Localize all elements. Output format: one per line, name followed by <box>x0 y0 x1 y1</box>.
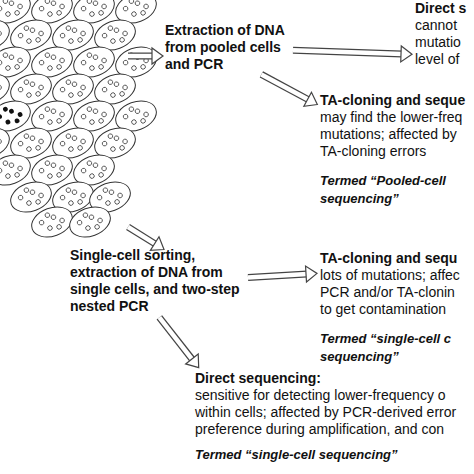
node-heading: Direct s <box>415 0 474 17</box>
arrow-shaft-fill <box>159 317 192 359</box>
node-term: Termed “Pooled-cell sequencing” <box>320 172 468 208</box>
text-node: Extraction of DNA from pooled cells and … <box>165 22 290 73</box>
arrow-shaft-fill <box>248 274 307 277</box>
arrow-shaft-fill <box>261 74 308 99</box>
node-text: Single-cell sorting, extraction of DNA f… <box>70 247 245 315</box>
hollow-arrow <box>261 74 317 106</box>
node-term: Termed “single-cell sequencing” <box>195 446 473 464</box>
text-node: TA-cloning and sequlots of mutations; af… <box>320 250 470 366</box>
text-node: Direct sequencing:sensitive for detectin… <box>195 370 473 464</box>
cell <box>65 202 114 243</box>
node-heading: TA-cloning and seque <box>320 92 472 109</box>
arrow-head <box>152 48 163 64</box>
arrow-head <box>401 46 412 62</box>
arrow-head <box>306 266 317 282</box>
node-text: lots of mutations; affec PCR and/or TA-c… <box>320 267 465 318</box>
node-text: sensitive for detecting lower-frequency … <box>195 387 473 438</box>
arrow-shaft-outline <box>293 50 402 54</box>
source-arrow <box>128 227 164 250</box>
source-arrow <box>128 48 163 64</box>
arrow-shaft-outline <box>159 317 192 359</box>
arrow-shaft-fill <box>128 54 153 59</box>
arrow-shaft-outline <box>261 74 308 99</box>
cell-illustration <box>0 0 161 242</box>
arrow-shaft-fill <box>128 227 156 244</box>
hollow-arrow <box>248 266 317 282</box>
arrow-shaft-outline <box>128 53 152 60</box>
node-heading: Direct sequencing: <box>195 370 473 387</box>
arrow-head <box>186 354 199 368</box>
arrow-head <box>304 92 317 106</box>
arrow-shaft-outline <box>248 274 307 277</box>
cell <box>27 202 76 243</box>
hollow-arrow <box>293 46 412 62</box>
hollow-arrow <box>159 317 198 367</box>
text-node: Direct scannot mutatio level of <box>415 0 474 68</box>
node-text: may find the lower-freq mutations; affec… <box>320 109 472 160</box>
node-text: Extraction of DNA from pooled cells and … <box>165 22 290 73</box>
text-node: TA-cloning and sequemay find the lower-f… <box>320 92 472 208</box>
node-term: Termed “single-cell c sequencing” <box>320 330 468 366</box>
node-heading: TA-cloning and sequ <box>320 250 470 267</box>
arrow-shaft-outline <box>128 227 155 244</box>
text-node: Single-cell sorting, extraction of DNA f… <box>70 247 245 315</box>
node-text: cannot mutatio level of <box>415 17 474 68</box>
arrow-shaft-fill <box>293 50 402 54</box>
